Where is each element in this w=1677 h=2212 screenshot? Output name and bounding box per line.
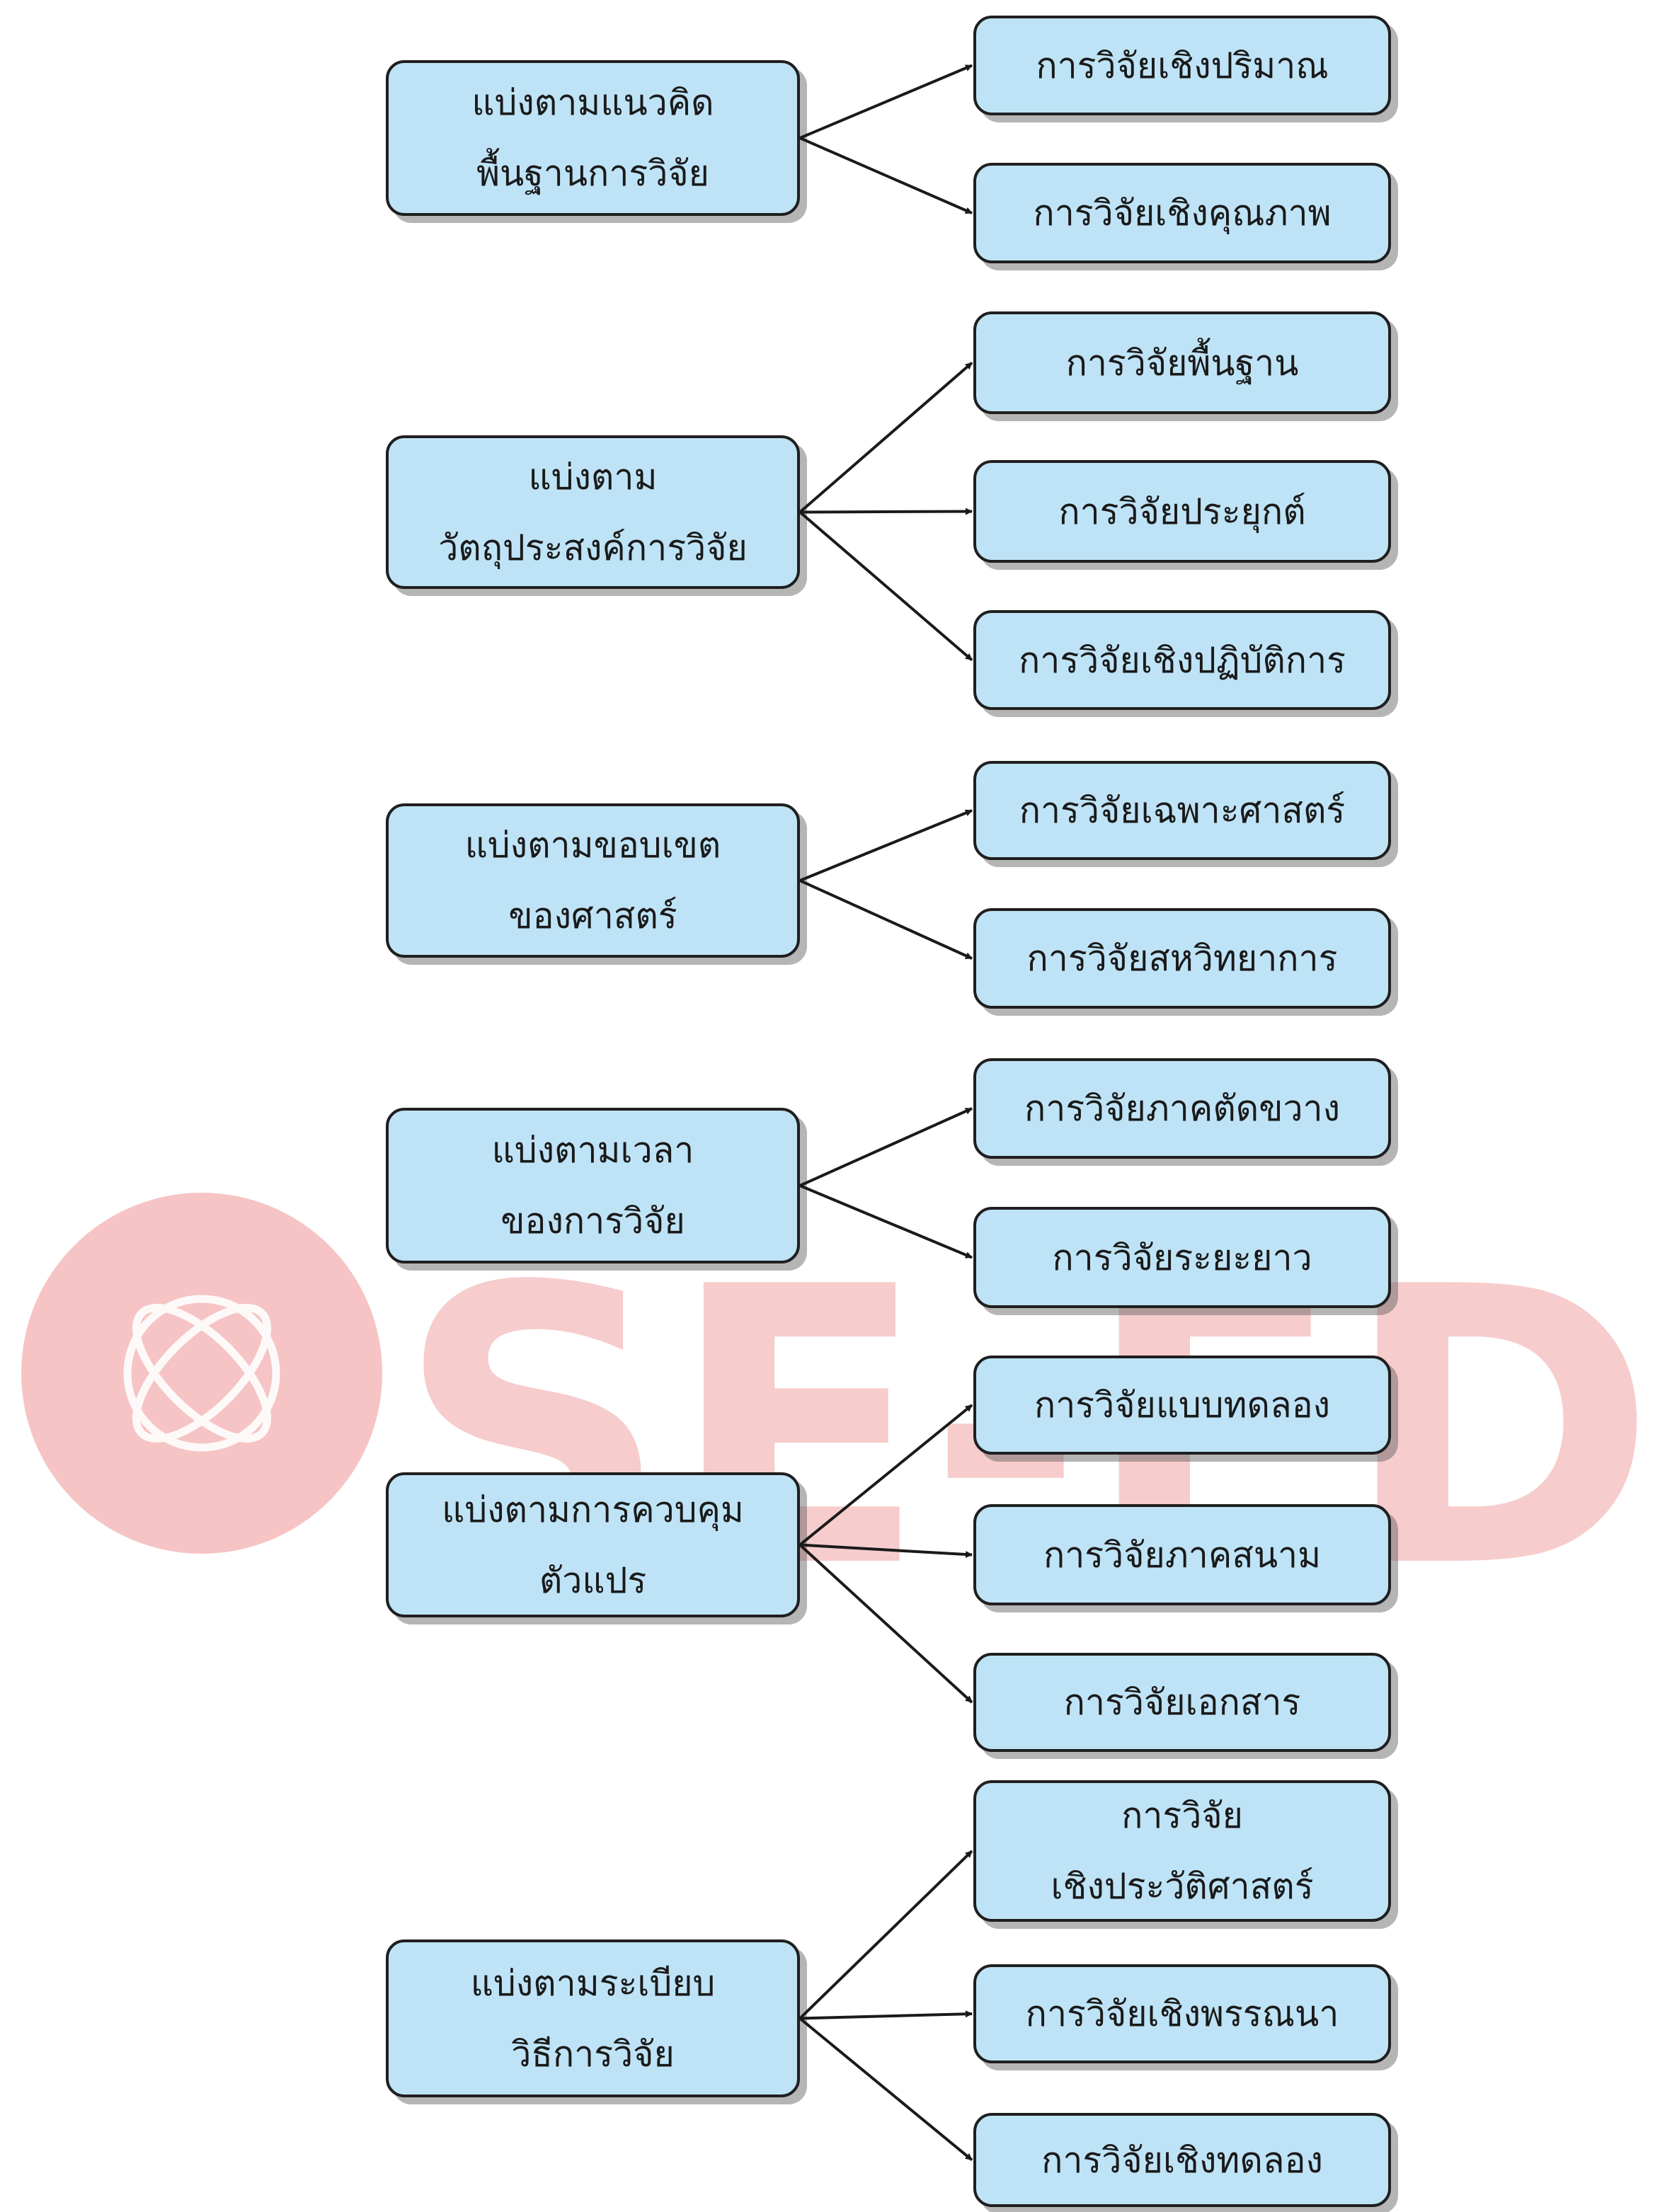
type-box-6-1-line-1: การวิจัย [1121,1795,1243,1836]
type-box-6-2: การวิจัยเชิงพรรณนา [973,1964,1391,2063]
type-box-6-3-line-1: การวิจัยเชิงทดลอง [1041,2139,1323,2181]
type-box-1-1-line-1: การวิจัยเชิงปริมาณ [1036,45,1329,86]
category-box-5-line-1: แบ่งตามการควบคุม [442,1489,744,1530]
arrow-3-2 [799,879,973,960]
type-box-5-1: การวิจัยแบบทดลอง [973,1356,1391,1455]
type-box-5-2-line-1: การวิจัยภาคสนาม [1043,1534,1322,1576]
category-box-4-line-1: แบ่งตามเวลา [491,1130,694,1171]
type-box-2-1: การวิจัยพื้นฐาน [973,311,1391,414]
type-box-1-2: การวิจัยเชิงคุณภาพ [973,163,1391,263]
category-box-1-line-1: แบ่งตามแนวคิด [471,82,714,123]
category-box-1-line-2: พื้นฐานการวิจัย [476,153,709,194]
arrow-1-2 [799,137,973,214]
type-box-2-2-line-1: การวิจัยประยุกต์ [1058,491,1306,532]
arrow-1-1 [799,64,973,139]
arrow-4-1 [799,1107,973,1187]
type-box-3-1: การวิจัยเฉพาะศาสตร์ [973,761,1391,860]
type-box-1-2-line-1: การวิจัยเชิงคุณภาพ [1033,193,1332,234]
type-box-1-1: การวิจัยเชิงปริมาณ [973,16,1391,115]
category-box-3-line-1: แบ่งตามขอบเขต [464,825,721,866]
category-box-6-line-2: วิธีการวิจัย [511,2033,675,2075]
type-box-6-3: การวิจัยเชิงทดลอง [973,2113,1391,2207]
category-box-4-line-2: ของการวิจัย [500,1200,685,1242]
type-box-5-3: การวิจัยเอกสาร [973,1653,1391,1752]
type-box-5-1-line-1: การวิจัยแบบทดลอง [1034,1385,1331,1426]
type-box-2-2: การวิจัยประยุกต์ [973,460,1391,563]
type-box-2-3-line-1: การวิจัยเชิงปฏิบัติการ [1018,639,1346,681]
arrow-4-2 [799,1184,973,1259]
category-box-6: แบ่งตามระเบียบวิธีการวิจัย [386,1939,800,2097]
arrow-6-2 [799,2010,973,2020]
category-box-3: แบ่งตามขอบเขตของศาสตร์ [386,803,800,958]
type-box-2-3: การวิจัยเชิงปฏิบัติการ [973,610,1391,710]
arrow-3-1 [799,809,973,882]
category-box-3-line-2: ของศาสตร์ [508,895,677,936]
type-box-4-2-line-1: การวิจัยระยะยาว [1052,1237,1312,1278]
arrow-6-3 [799,2017,973,2162]
arrow-5-1 [799,1404,973,1547]
type-box-6-1-line-2: เชิงประวัติศาสตร์ [1051,1866,1314,1907]
type-box-4-1: การวิจัยภาคตัดขวาง [973,1058,1391,1159]
orbit-logo-icon [123,1295,280,1452]
category-box-2-line-2: วัตถุประสงค์การวิจัย [438,527,748,568]
type-box-3-2-line-1: การวิจัยสหวิทยาการ [1026,938,1338,979]
watermark-circle [21,1193,382,1554]
category-box-5-line-2: ตัวแปร [539,1559,647,1601]
category-box-2: แบ่งตามวัตถุประสงค์การวิจัย [386,435,800,589]
category-box-5: แบ่งตามการควบคุมตัวแปร [386,1472,800,1617]
type-box-3-2: การวิจัยสหวิทยาการ [973,908,1391,1009]
type-box-2-1-line-1: การวิจัยพื้นฐาน [1065,342,1299,384]
type-box-4-2: การวิจัยระยะยาว [973,1207,1391,1308]
type-box-6-1: การวิจัยเชิงประวัติศาสตร์ [973,1780,1391,1922]
category-box-6-line-1: แบ่งตามระเบียบ [470,1962,716,2004]
type-box-4-1-line-1: การวิจัยภาคตัดขวาง [1024,1088,1341,1129]
arrow-2-3 [799,510,973,662]
category-box-2-line-1: แบ่งตาม [528,456,658,498]
type-box-6-2-line-1: การวิจัยเชิงพรรณนา [1025,1993,1339,2034]
arrow-5-3 [799,1544,973,1704]
type-box-5-2: การวิจัยภาคสนาม [973,1504,1391,1605]
category-box-1: แบ่งตามแนวคิดพื้นฐานการวิจัย [386,60,800,216]
type-box-5-3-line-1: การวิจัยเอกสาร [1063,1682,1301,1723]
arrow-2-1 [799,361,973,514]
category-box-4: แบ่งตามเวลาของการวิจัย [386,1108,800,1263]
type-box-3-1-line-1: การวิจัยเฉพาะศาสตร์ [1019,790,1346,831]
arrow-6-1 [799,1850,973,2019]
arrow-5-2 [799,1543,973,1558]
